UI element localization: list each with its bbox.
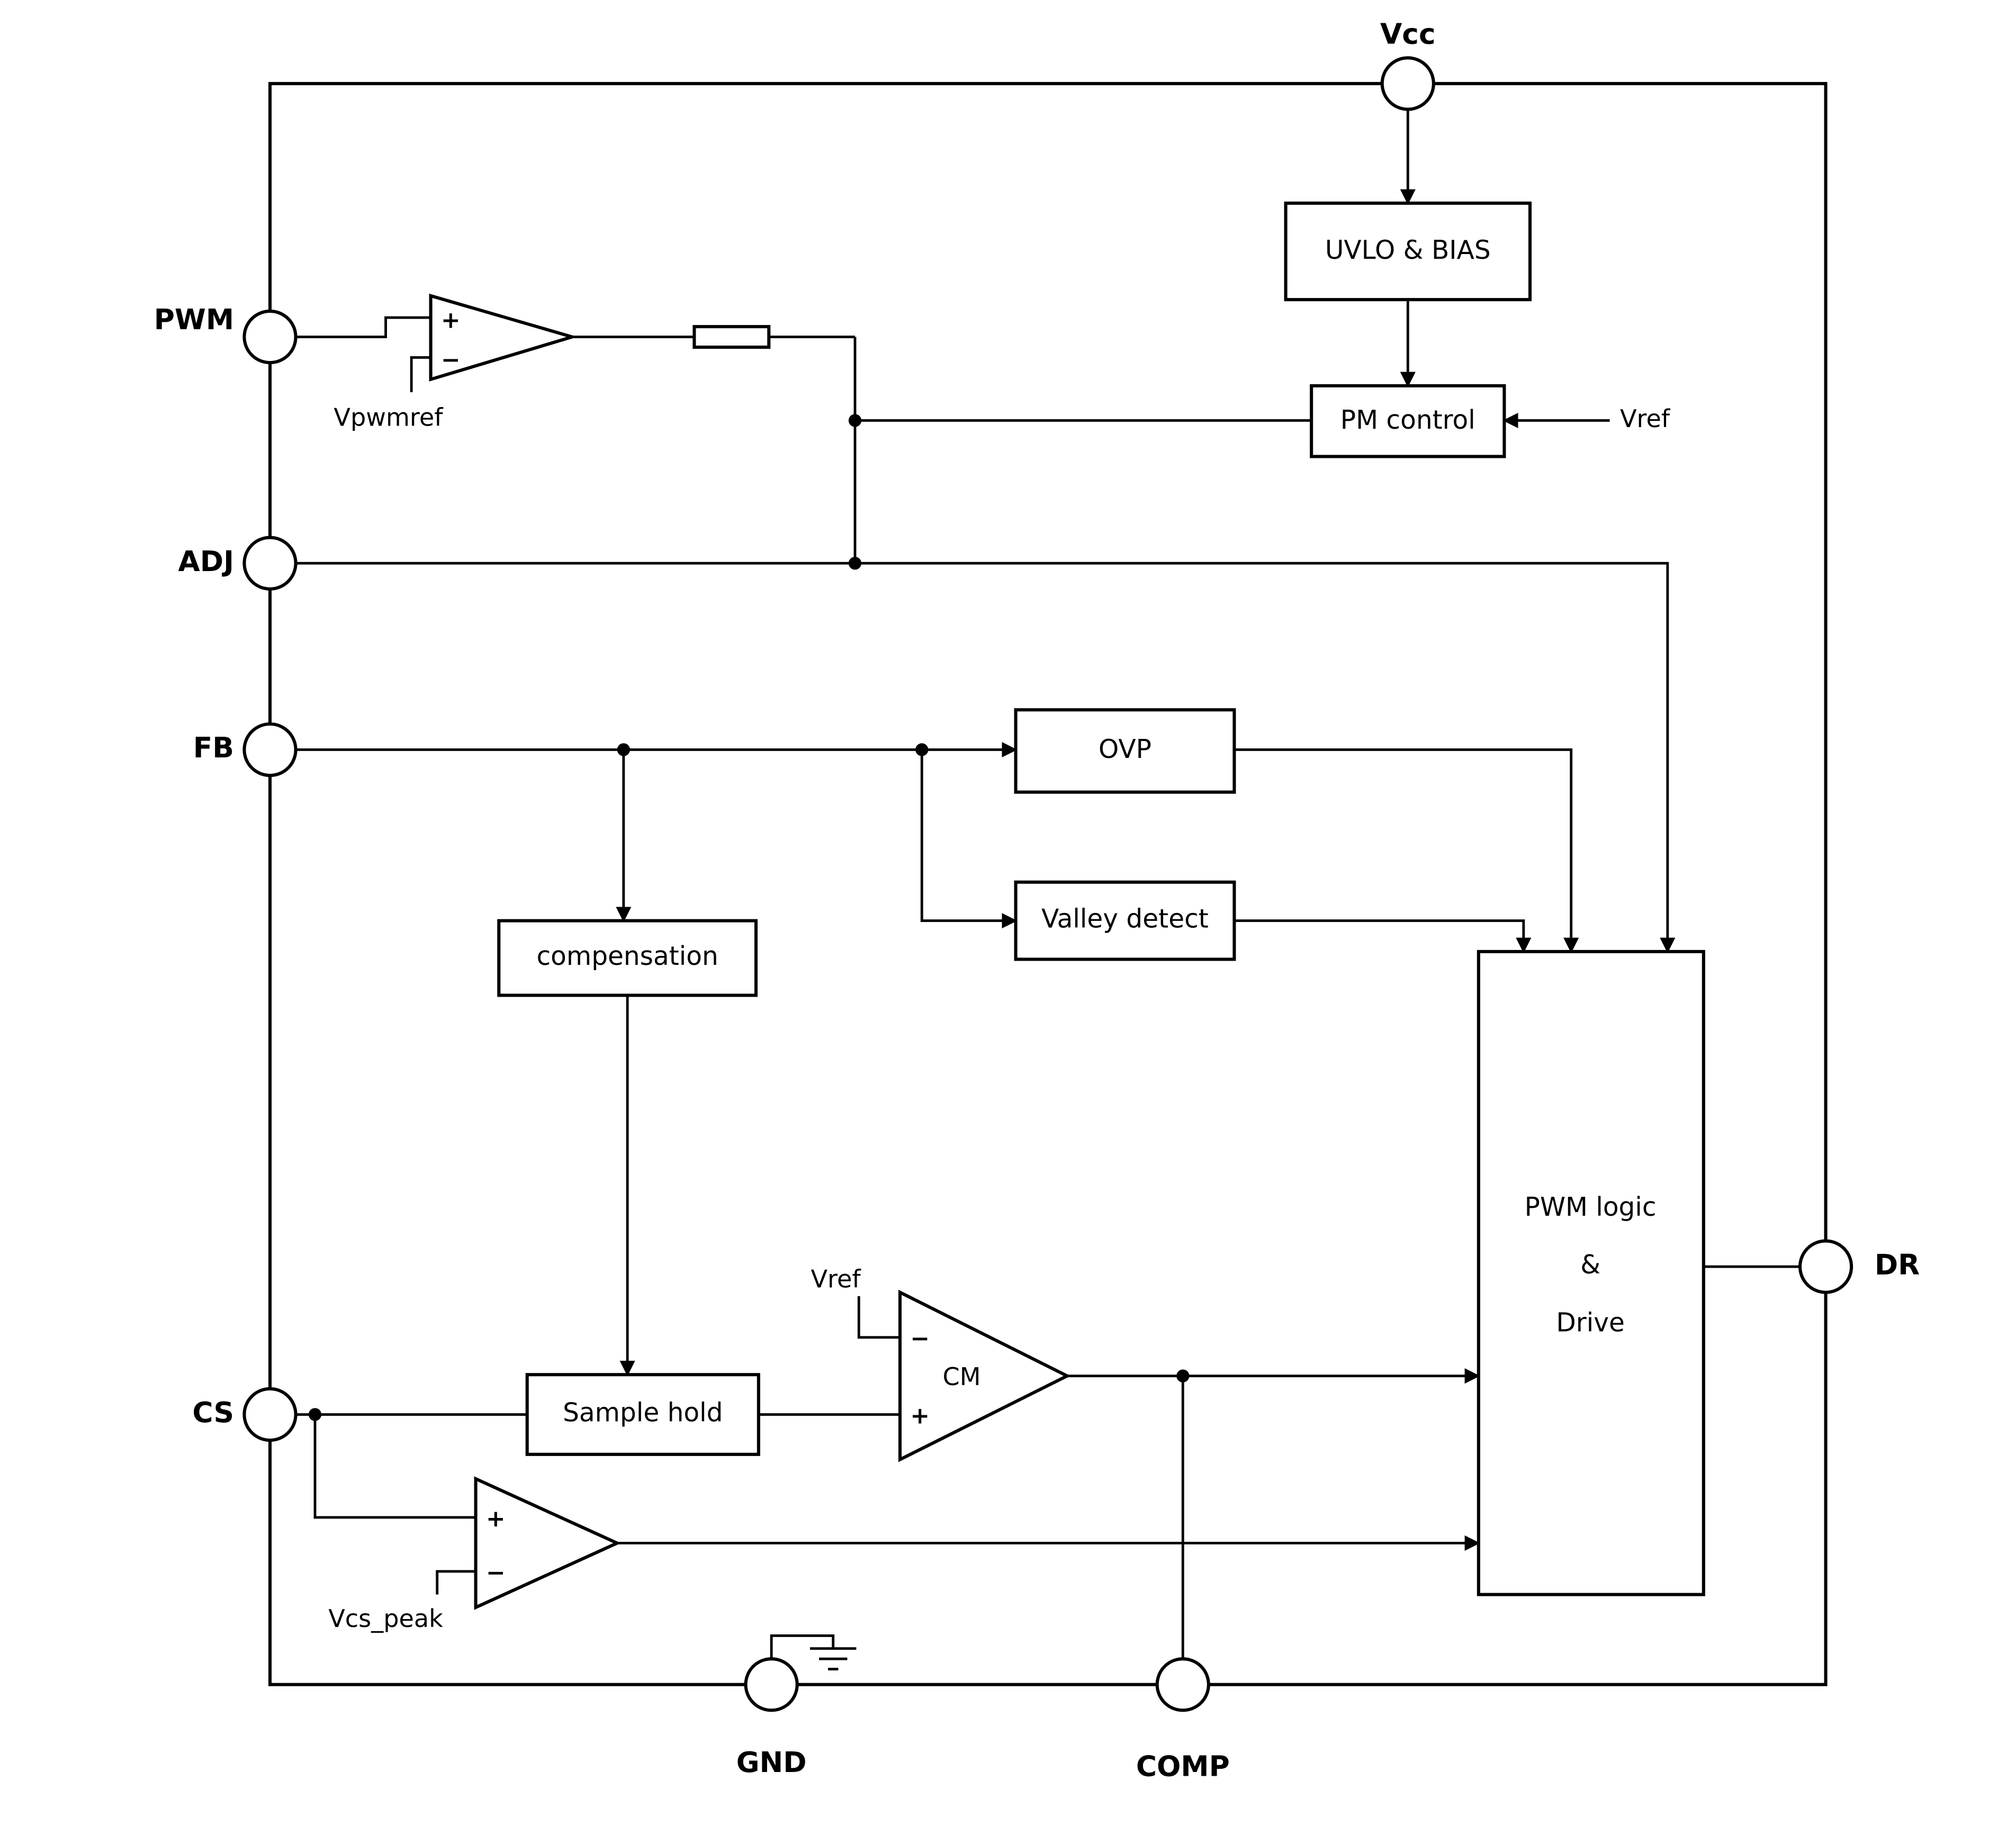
vpwmref-label: Vpwmref <box>334 403 444 432</box>
wire-vref-cm <box>857 1296 900 1339</box>
pin-vcc: Vcc <box>1380 17 1436 111</box>
pwm-opamp-minus-sign: − <box>441 347 461 374</box>
pwm-opamp: + − <box>429 293 578 382</box>
compensation-box <box>497 919 758 997</box>
cm-plus-sign: + <box>910 1402 930 1429</box>
junction-dot <box>617 743 630 756</box>
valley-detect-block: Valley detect <box>1014 880 1236 961</box>
wires <box>295 109 1800 1671</box>
sample-hold-box <box>525 1373 760 1456</box>
vref-pm-label: Vref <box>1620 404 1671 433</box>
vcs-peak-label: Vcs_peak <box>328 1604 443 1633</box>
wire-gnd-symbol <box>770 1634 835 1659</box>
pin-vcc-label: Vcc <box>1380 17 1436 51</box>
pin-comp-label: COMP <box>1136 1749 1230 1783</box>
valley-detect-label: Valley detect <box>1041 905 1209 934</box>
pm-control-label: PM control <box>1340 405 1475 435</box>
pin-pwm-pad <box>242 309 298 365</box>
pin-adj: ADJ <box>178 536 298 591</box>
pin-fb: FB <box>193 722 298 778</box>
pin-dr-pad <box>1798 1239 1853 1294</box>
pin-gnd: GND <box>736 1657 807 1779</box>
pin-fb-label: FB <box>193 731 234 764</box>
pin-cs-label: CS <box>192 1396 234 1429</box>
pwm-logic-label-line1: PWM logic <box>1525 1192 1657 1222</box>
cm-minus-sign: − <box>910 1325 930 1352</box>
cm-comparator-triangle <box>898 1289 1071 1462</box>
wire-fb-valleydetect <box>920 749 1018 929</box>
pwm-logic-drive-box <box>1477 950 1705 1596</box>
wire-valleydetect-pwmlogic <box>1234 919 1532 953</box>
pin-vcc-pad <box>1380 56 1435 111</box>
pin-pwm: PWM <box>154 303 298 365</box>
junction-dot <box>308 1408 322 1421</box>
vcs-peak-plus-sign: + <box>486 1505 506 1532</box>
junction-dot <box>1176 1369 1190 1382</box>
pm-control-block: PM control <box>1310 384 1506 458</box>
ovp-box <box>1014 708 1236 794</box>
cm-label: CM <box>943 1362 981 1391</box>
pwm-opamp-triangle <box>429 293 578 382</box>
compensation-block: compensation <box>497 919 758 997</box>
valley-detect-box <box>1014 880 1236 961</box>
cm-comparator: − + CM <box>898 1289 1071 1462</box>
pwm-logic-drive-block: PWM logic & Drive <box>1477 950 1705 1596</box>
vref-cm-label: Vref <box>811 1264 862 1293</box>
pwm-logic-label-line2: & <box>1580 1250 1600 1280</box>
pin-cs-pad <box>242 1387 298 1442</box>
pin-comp-pad <box>1155 1657 1210 1712</box>
wire-adj-pwmlogic <box>295 562 1676 953</box>
pin-dr-label: DR <box>1875 1248 1920 1281</box>
resistor <box>692 325 771 349</box>
pm-control-box <box>1310 384 1506 458</box>
compensation-label: compensation <box>536 942 718 971</box>
uvlo-bias-block: UVLO & BIAS <box>1284 201 1532 302</box>
pin-cs: CS <box>192 1387 298 1442</box>
uvlo-bias-box <box>1284 201 1532 302</box>
pwm-opamp-plus-sign: + <box>441 306 461 333</box>
pin-adj-pad <box>242 536 298 591</box>
sample-hold-label: Sample hold <box>563 1398 723 1428</box>
vcs-peak-comparator-triangle <box>474 1476 622 1610</box>
junction-dot <box>848 414 862 427</box>
pin-pwm-label: PWM <box>154 303 234 336</box>
pin-comp: COMP <box>1136 1657 1230 1783</box>
junctions <box>308 414 1190 1421</box>
wire-pwm-opamp <box>295 316 431 338</box>
vcs-peak-comparator: + − <box>474 1476 622 1610</box>
pin-gnd-pad <box>744 1657 799 1712</box>
vcs-peak-minus-sign: − <box>486 1559 506 1586</box>
chip-boundary <box>268 82 1828 1686</box>
wire-ovp-pwmlogic <box>1234 748 1579 953</box>
ovp-label: OVP <box>1099 735 1151 764</box>
wire-cs-comparator <box>313 1414 476 1519</box>
pin-fb-pad <box>242 722 298 778</box>
pin-dr: DR <box>1798 1239 1920 1294</box>
ovp-block: OVP <box>1014 708 1236 794</box>
wire-vpwmref-stub <box>410 356 431 393</box>
pwm-logic-label-line3: Drive <box>1556 1308 1624 1337</box>
pin-gnd-label: GND <box>736 1746 807 1779</box>
pin-adj-label: ADJ <box>178 545 234 578</box>
junction-dot <box>915 743 929 756</box>
junction-dot <box>848 557 862 570</box>
uvlo-bias-label: UVLO & BIAS <box>1325 236 1491 265</box>
sample-hold-block: Sample hold <box>525 1373 760 1456</box>
wire-vcspeak-stub <box>436 1570 476 1595</box>
